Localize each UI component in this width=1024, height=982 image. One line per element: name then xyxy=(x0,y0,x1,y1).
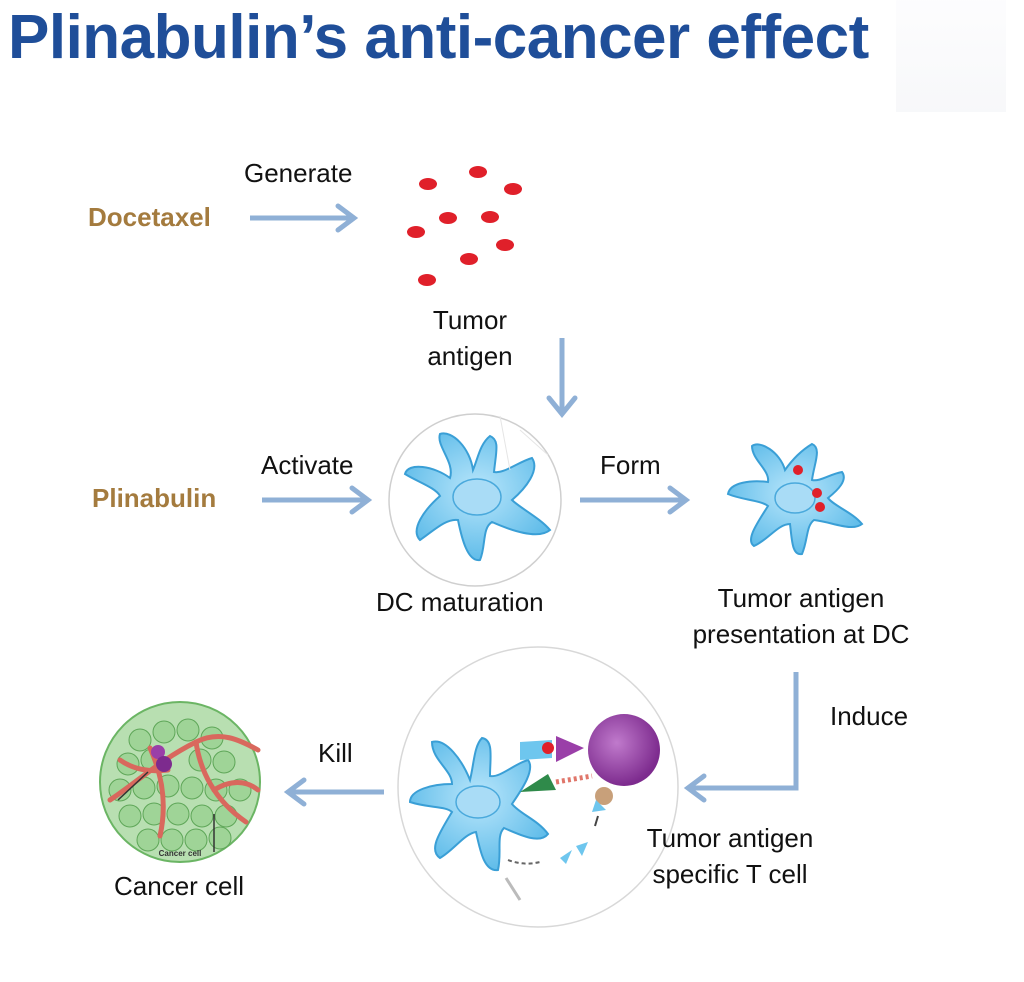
arrow-generate xyxy=(250,203,359,233)
presentation-line1: Tumor antigen xyxy=(717,583,885,613)
activate-label: Activate xyxy=(261,450,354,480)
page-title: Plinabulin’s anti-cancer effect xyxy=(8,3,869,72)
arrow-induce xyxy=(683,672,799,803)
cancer-cell-label: Cancer cell xyxy=(114,871,245,901)
t-cell-illustration xyxy=(397,646,679,928)
dc-maturation-illustration xyxy=(388,413,562,587)
cancer-cell-illustration xyxy=(99,701,261,863)
t-cell-label: Tumor antigen specific T cell xyxy=(628,820,832,892)
tumor-antigen-line1: Tumor xyxy=(432,305,508,335)
generate-label: Generate xyxy=(244,158,353,188)
corner-fade xyxy=(896,0,1006,112)
antigen-presenting-dc xyxy=(726,442,864,556)
arrow-antigen-down xyxy=(546,338,578,418)
kill-label: Kill xyxy=(318,738,353,768)
presentation-line2: presentation at DC xyxy=(692,619,910,649)
tumor-antigen-label: Tumor antigen xyxy=(400,302,540,374)
plinabulin-label: Plinabulin xyxy=(92,483,217,513)
form-label: Form xyxy=(600,450,661,480)
docetaxel-label: Docetaxel xyxy=(88,202,211,232)
t-cell-line1: Tumor antigen xyxy=(646,823,814,853)
arrow-form xyxy=(580,485,691,515)
arrow-kill xyxy=(283,777,384,807)
tumor-antigen-line2: antigen xyxy=(427,341,513,371)
t-cell-line2: specific T cell xyxy=(652,859,808,889)
tumor-antigen-dots xyxy=(407,166,522,286)
induce-label: Induce xyxy=(830,701,909,731)
dc-maturation-label: DC maturation xyxy=(376,587,544,617)
presentation-label: Tumor antigen presentation at DC xyxy=(670,580,932,652)
cancer-cell-inset-caption: Cancer cell xyxy=(159,849,202,858)
arrow-activate xyxy=(262,485,373,515)
